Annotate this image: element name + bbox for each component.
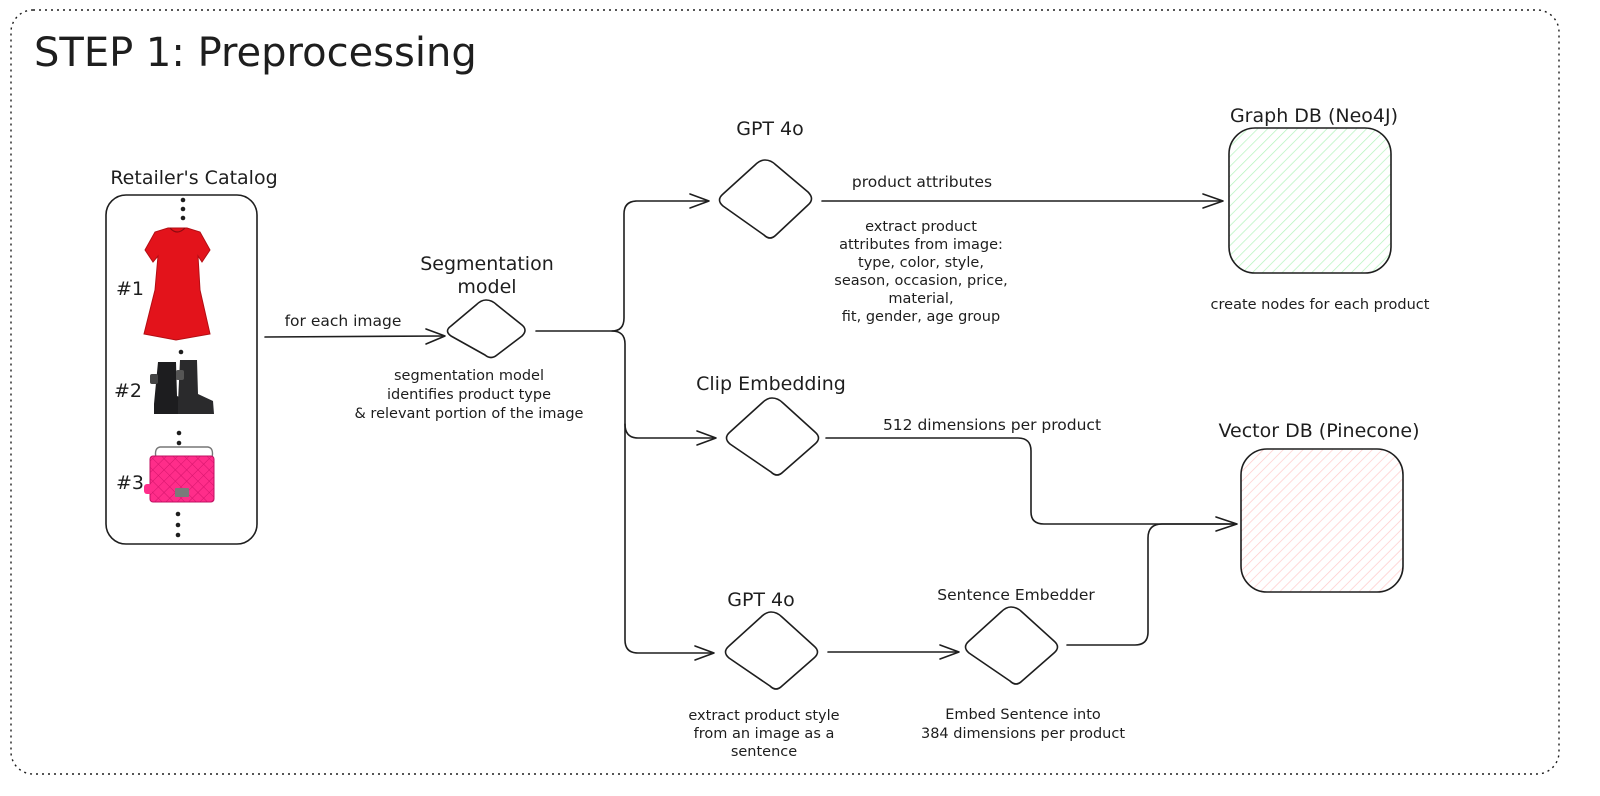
gpt-top-note: attributes from image: bbox=[839, 237, 1003, 253]
gpt-top-diamond bbox=[718, 159, 813, 239]
edge-sentence-embedder-to-vector-db bbox=[1066, 523, 1237, 646]
gpt-bottom-diamond bbox=[724, 611, 819, 690]
arrowhead-icon bbox=[425, 328, 446, 345]
vector-db-label: Vector DB (Pinecone) bbox=[1219, 420, 1420, 442]
pink-handbag-image bbox=[144, 446, 215, 503]
arrowhead-icon bbox=[939, 644, 960, 660]
gpt-top-note: type, color, style, bbox=[858, 255, 984, 271]
arrowhead-icon bbox=[1215, 516, 1238, 532]
catalog-box bbox=[105, 194, 258, 545]
clip-label: Clip Embedding bbox=[696, 373, 846, 395]
edge-segmentation-to-gpt-bottom bbox=[624, 423, 714, 654]
segmentation-note: segmentation model bbox=[394, 368, 544, 384]
gpt-top-label: GPT 4o bbox=[736, 118, 804, 140]
red-dress-image bbox=[143, 227, 211, 341]
gpt-bottom-note: from an image as a bbox=[694, 726, 835, 742]
sentence-embedder-note: Embed Sentence into bbox=[945, 707, 1101, 723]
sentence-embedder-label: Sentence Embedder bbox=[937, 586, 1095, 604]
arrowhead-icon bbox=[696, 430, 717, 446]
vector-db-box bbox=[1240, 448, 1404, 593]
gpt-bottom-note: extract product style bbox=[688, 708, 839, 724]
graph-db-note: create nodes for each product bbox=[1211, 297, 1430, 313]
segmentation-diamond bbox=[446, 299, 526, 359]
catalog-label: Retailer's Catalog bbox=[110, 167, 277, 189]
graph-db-label: Graph DB (Neo4J) bbox=[1230, 105, 1398, 127]
arrowhead-icon bbox=[1202, 193, 1224, 209]
black-boots-image bbox=[150, 360, 214, 414]
segmentation-note: identifies product type bbox=[387, 387, 551, 403]
segmentation-label: Segmentation bbox=[420, 253, 554, 275]
catalog-item-label: #1 bbox=[116, 278, 144, 300]
gpt-top-note: season, occasion, price, bbox=[834, 273, 1007, 289]
edge-clip-to-vector-db bbox=[825, 437, 1237, 525]
edge-label-clip-dimensions: 512 dimensions per product bbox=[883, 416, 1101, 434]
edge-label-product-attributes: product attributes bbox=[852, 173, 992, 191]
sentence-embedder-diamond bbox=[964, 606, 1059, 685]
gpt-top-note: extract product bbox=[865, 219, 977, 235]
segmentation-label: model bbox=[457, 276, 516, 298]
arrowhead-icon bbox=[689, 193, 710, 209]
edge-catalog-to-segmentation bbox=[264, 335, 445, 338]
catalog-item-label: #3 bbox=[116, 472, 144, 494]
catalog-item-label: #2 bbox=[114, 380, 142, 402]
page-title: STEP 1: Preprocessing bbox=[34, 30, 477, 76]
gpt-bottom-label: GPT 4o bbox=[727, 589, 795, 611]
catalog-dots bbox=[175, 197, 186, 538]
gpt-top-note: fit, gender, age group bbox=[842, 309, 1000, 325]
gpt-bottom-note: sentence bbox=[731, 744, 797, 760]
graph-db-box bbox=[1228, 127, 1392, 274]
edge-label-for-each-image: for each image bbox=[285, 312, 402, 330]
arrowhead-icon bbox=[694, 645, 715, 661]
sentence-embedder-note: 384 dimensions per product bbox=[921, 726, 1125, 742]
edge-segmentation-to-gpt-top bbox=[535, 200, 709, 332]
segmentation-note: & relevant portion of the image bbox=[355, 406, 584, 422]
clip-diamond bbox=[725, 397, 820, 476]
gpt-top-note: material, bbox=[888, 291, 953, 307]
frame-border bbox=[10, 9, 1560, 775]
